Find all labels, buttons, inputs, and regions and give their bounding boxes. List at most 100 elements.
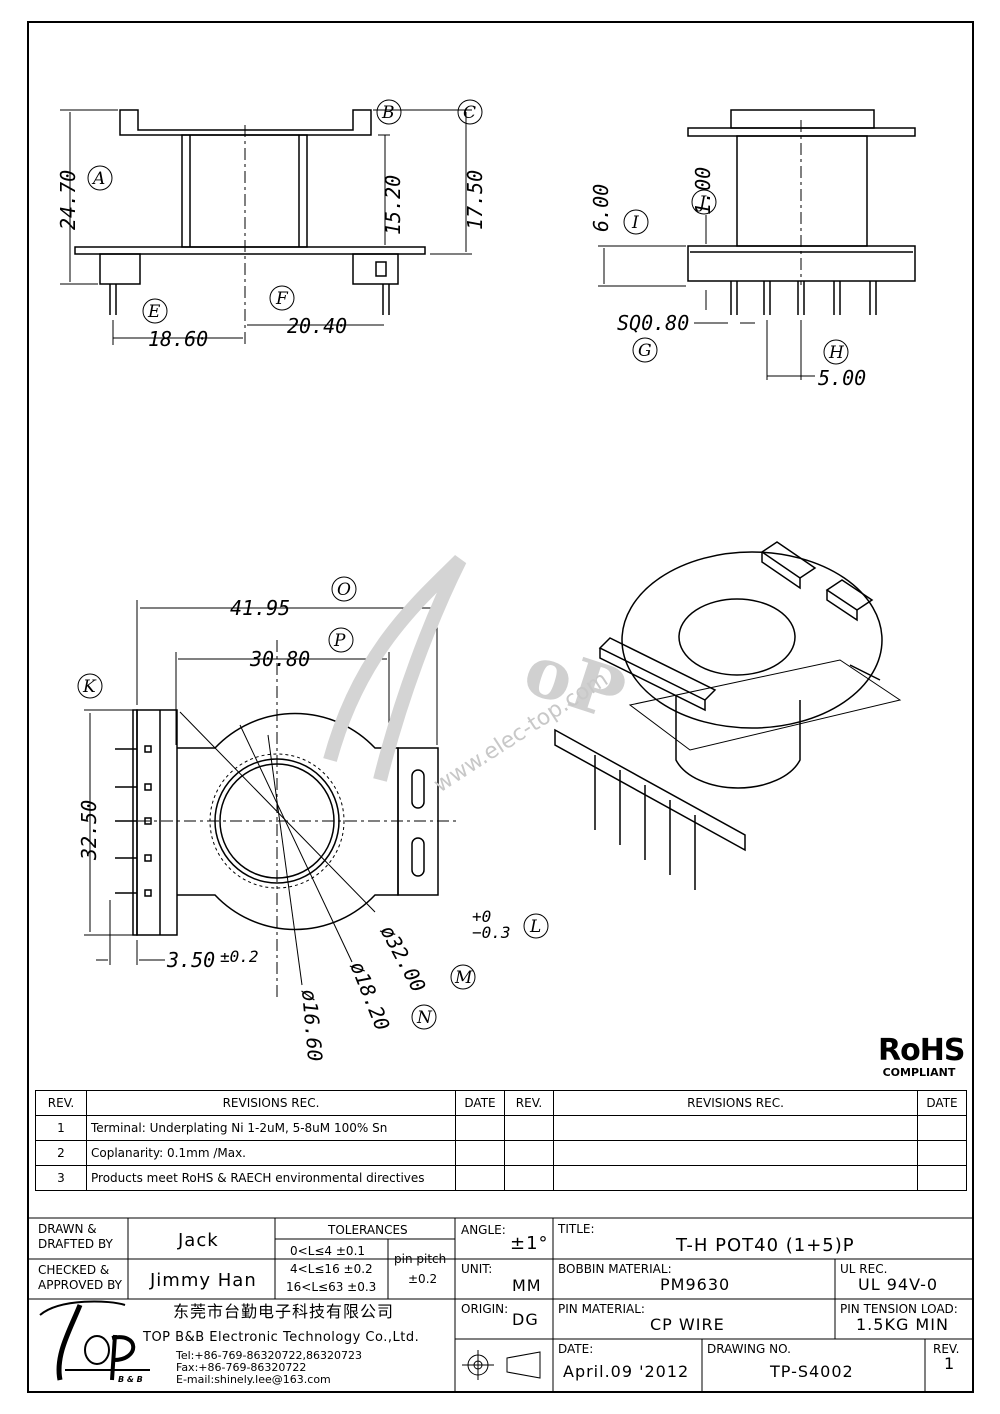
dim-pin: 3.50 xyxy=(166,948,215,972)
company-email: E-mail:shinely.lee@163.com xyxy=(176,1373,331,1386)
rev-number: 1 xyxy=(35,1115,87,1141)
text-cell xyxy=(553,1115,918,1141)
drawing-no-value: TP-S4002 xyxy=(770,1362,854,1381)
table-row: 2 Coplanarity: 0.1mm /Max. xyxy=(35,1140,967,1166)
date-cell xyxy=(917,1165,967,1191)
ul-value: UL 94V-0 xyxy=(858,1275,939,1294)
rev-number: 2 xyxy=(35,1140,87,1166)
bobbin-value: PM9630 xyxy=(660,1275,731,1294)
dim-i: 6.00 xyxy=(589,184,613,232)
dimension-labels: 24.70 15.20 17.50 18.60 20.40 6.00 1.00 … xyxy=(56,167,866,1063)
revisions-col-2: REVISIONS REC. xyxy=(553,1090,918,1116)
revision-text: Products meet RoHS & RAECH environmental… xyxy=(86,1165,456,1191)
table-row: 1 Terminal: Underplating Ni 1-2uM, 5-8uM… xyxy=(35,1115,967,1141)
dim-o: 41.95 xyxy=(230,596,290,620)
date-cell xyxy=(455,1115,505,1141)
callout-labels: A B C E F I J G H O P K L M N xyxy=(77,99,849,1030)
dim-m: ø32.00 xyxy=(376,921,431,996)
callout-i: I xyxy=(631,213,639,233)
dim-j: 1.00 xyxy=(691,167,715,215)
company-fax: Fax:+86-769-86320722 xyxy=(176,1361,307,1374)
rohs-text: RoHS xyxy=(878,1033,965,1068)
rev-cell xyxy=(504,1140,554,1166)
rev-col: REV. xyxy=(35,1090,87,1116)
dim-pin-tol: ±0.2 xyxy=(220,947,259,966)
callout-n: N xyxy=(416,1008,433,1028)
dim-b: 15.20 xyxy=(381,175,405,235)
dim-e: 18.60 xyxy=(148,327,208,351)
callout-l: L xyxy=(529,917,541,937)
side-view xyxy=(687,109,916,315)
rohs-badge: RoHS COMPLIANT xyxy=(878,1033,965,1079)
dim-k: 32.50 xyxy=(77,800,101,861)
company-logo xyxy=(39,1300,150,1381)
pin-tension-value: 1.5KG MIN xyxy=(856,1315,949,1334)
date-cell xyxy=(455,1165,505,1191)
revisions-col: REVISIONS REC. xyxy=(86,1090,456,1116)
dim-c: 17.50 xyxy=(463,170,487,230)
title-label: TITLE: xyxy=(558,1222,595,1236)
tolerances-label: TOLERANCES xyxy=(328,1223,408,1237)
company-name-en: TOP B&B Electronic Technology Co.,Ltd. xyxy=(143,1330,420,1345)
date-value: April.09 '2012 xyxy=(563,1362,690,1381)
ul-label: UL REC. xyxy=(840,1262,888,1276)
company-name-cn: 东莞市台勤电子科技有限公司 xyxy=(173,1302,395,1321)
callout-o: O xyxy=(337,580,351,600)
dim-h: 5.00 xyxy=(818,366,866,390)
unit-value: MM xyxy=(512,1276,542,1295)
callout-b: B xyxy=(381,103,395,123)
plan-view-dims xyxy=(84,600,438,986)
rev-cell xyxy=(504,1165,554,1191)
callout-h: H xyxy=(828,343,845,363)
dim-1660: ø16.60 xyxy=(297,988,327,1062)
rohs-compliant: COMPLIANT xyxy=(882,1066,956,1079)
pin-pitch-label: pin pitch xyxy=(394,1252,447,1266)
revision-text: Coplanarity: 0.1mm /Max. xyxy=(86,1140,456,1166)
title-value: T-H POT40 (1+5)P xyxy=(676,1235,855,1256)
callout-g: G xyxy=(638,341,652,361)
callout-e: E xyxy=(147,302,161,322)
tol-1: 0<L≤4 ±0.1 xyxy=(290,1244,366,1258)
pin-material-label: PIN MATERIAL: xyxy=(558,1302,645,1316)
drawing-no-label: DRAWING NO. xyxy=(707,1342,791,1356)
date-cell xyxy=(917,1140,967,1166)
drawn-value: Jack xyxy=(178,1230,219,1251)
callout-f: F xyxy=(275,289,289,309)
date-label: DATE: xyxy=(558,1342,594,1356)
company-tel: Tel:+86-769-86320722,86320723 xyxy=(176,1349,363,1362)
callout-a: A xyxy=(91,169,105,189)
rev-cell xyxy=(504,1115,554,1141)
pin-tension-label: PIN TENSION LOAD: xyxy=(840,1302,958,1316)
rev-number: 3 xyxy=(35,1165,87,1191)
rev-label: REV. xyxy=(933,1342,960,1356)
rev-col-2: REV. xyxy=(504,1090,554,1116)
date-cell xyxy=(917,1115,967,1141)
rev-value: 1 xyxy=(944,1354,956,1373)
date-col: DATE xyxy=(455,1090,505,1116)
callout-j: J xyxy=(696,193,707,213)
front-view-dims xyxy=(60,109,472,345)
bobbin-label: BOBBIN MATERIAL: xyxy=(558,1262,672,1276)
watermark-logo xyxy=(323,555,467,782)
text-cell xyxy=(553,1140,918,1166)
revision-text: Terminal: Underplating Ni 1-2uM, 5-8uM 1… xyxy=(86,1115,456,1141)
angle-label: ANGLE: xyxy=(461,1223,506,1237)
origin-label: ORIGIN: xyxy=(461,1302,509,1316)
drawn-label: DRAWN & DRAFTED BY xyxy=(38,1222,113,1251)
callout-p: P xyxy=(333,631,346,651)
front-view xyxy=(74,109,426,345)
checked-label: CHECKED & APPROVED BY xyxy=(38,1263,123,1292)
dim-n: ø18.20 xyxy=(345,958,394,1034)
dim-g: SQ0.80 xyxy=(617,311,689,335)
revisions-header: REV. REVISIONS REC. DATE REV. REVISIONS … xyxy=(35,1090,967,1116)
unit-label: UNIT: xyxy=(461,1262,493,1276)
callout-c: C xyxy=(463,103,476,123)
page-border xyxy=(27,21,974,1393)
dim-tol-plus: +0 xyxy=(472,907,491,926)
title-block-grid xyxy=(28,1217,973,1392)
dim-p: 30.80 xyxy=(249,647,310,671)
angle-value: ±1° xyxy=(510,1233,549,1254)
origin-value: DG xyxy=(512,1310,539,1329)
callout-m: M xyxy=(454,968,473,988)
